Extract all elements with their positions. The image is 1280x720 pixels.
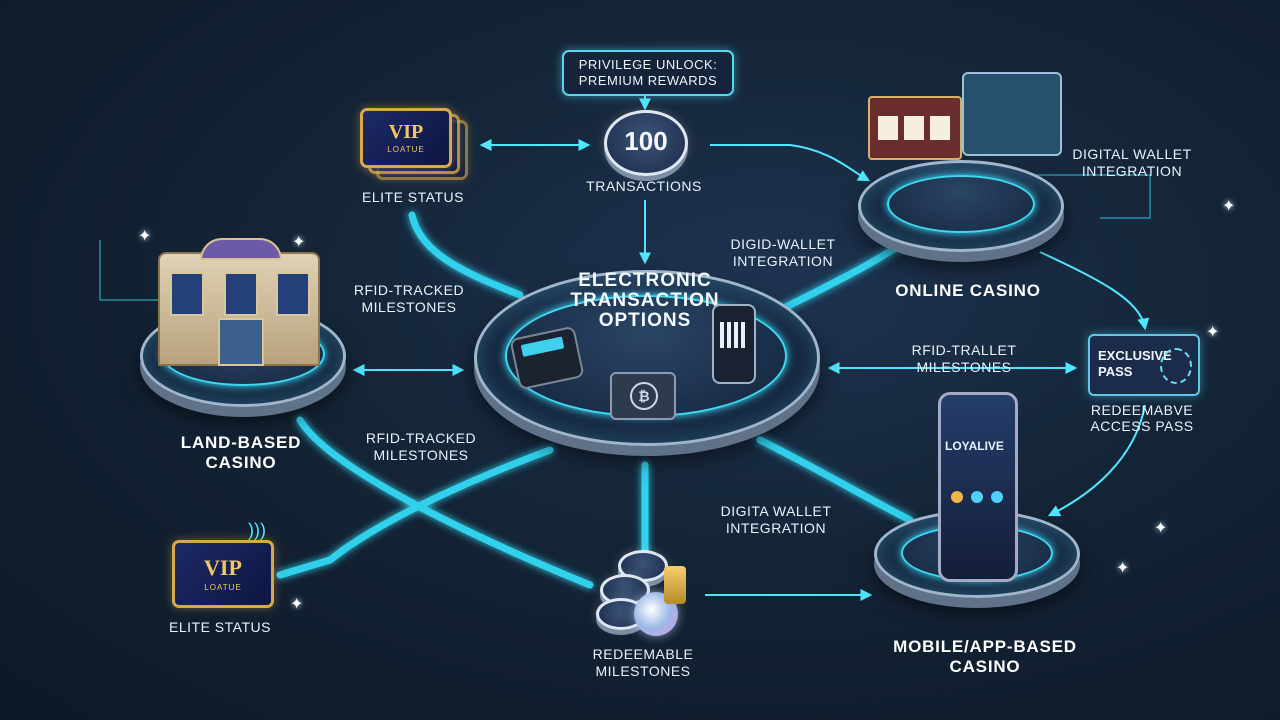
sparkle-icon: ✦ xyxy=(138,228,152,245)
callout-line-2: PREMIUM REWARDS xyxy=(578,73,718,88)
contactless-icon: ))) xyxy=(248,520,266,540)
wallet-top-line-2: INTEGRATION xyxy=(732,253,834,269)
online-casino-label: ONLINE CASINO xyxy=(895,281,1041,300)
rfid-bottom-line-2: MILESTONES xyxy=(373,447,469,463)
flow-hub-to-elite-bottom xyxy=(276,446,554,579)
mobile-casino-label-1: MOBILE/APP-BASED xyxy=(893,637,1077,656)
mobile-casino-label-2: CASINO xyxy=(949,657,1021,676)
wallet-right-line-1: DIGITAL WALLET xyxy=(1072,146,1192,162)
elite-status-bottom-label: ELITE STATUS xyxy=(169,619,271,635)
sparkle-icon: ✦ xyxy=(1222,198,1236,215)
rfid-top-line-1: RFID-TRACKED xyxy=(353,282,465,298)
arrow-100-to-online xyxy=(710,144,871,182)
wallet-bottom-line-1: DIGITA WALLET xyxy=(720,503,832,519)
flow-hub-to-online xyxy=(776,241,904,314)
transactions-number: 100 xyxy=(624,126,668,156)
milestones-line-1: REDEEMABLE xyxy=(592,646,694,662)
vip-card-top-subtitle: LOATUE xyxy=(387,145,425,154)
gold-coin-stack-icon xyxy=(664,566,686,604)
privilege-callout: PRIVILEGE UNLOCK: PREMIUM REWARDS xyxy=(562,50,734,96)
flow-hub-to-mobile xyxy=(756,436,914,524)
vip-card-top-title: VIP xyxy=(388,121,424,143)
qr-phone-icon xyxy=(712,304,756,384)
online-casino-platform xyxy=(858,160,1064,252)
mobile-phone-icon: LOYALIVE xyxy=(938,392,1018,582)
rfid-right-line-1: RFID-TRALLET xyxy=(911,342,1017,358)
arrow-online-to-pass xyxy=(1039,251,1150,331)
casino-building-icon xyxy=(158,238,320,366)
hub-title-line-1: ELECTRONIC xyxy=(578,270,712,291)
live-dealer-screen-icon xyxy=(962,72,1062,156)
wallet-right-line-2: INTEGRATION xyxy=(1081,163,1183,179)
slot-machine-icon xyxy=(868,96,962,160)
app-name-text: LOYALIVE xyxy=(945,439,1004,453)
pass-label-line-1: REDEEMABVE xyxy=(1090,402,1194,418)
pass-line-1: EXCLUSIVE xyxy=(1098,348,1172,363)
sparkle-icon: ✦ xyxy=(292,234,306,251)
hub-title-line-2: TRANSACTION xyxy=(570,290,720,311)
land-casino-label-2: CASINO xyxy=(205,453,277,472)
sparkle-icon: ✦ xyxy=(1116,560,1130,577)
sparkle-icon: ✦ xyxy=(1154,520,1168,537)
rfid-bottom-line-1: RFID-TRACKED xyxy=(365,430,477,446)
milestones-line-2: MILESTONES xyxy=(595,663,691,679)
flow-elite-to-hub xyxy=(408,211,524,299)
transactions-chip: 100 xyxy=(604,110,688,176)
sparkle-icon: ✦ xyxy=(290,596,304,613)
land-casino-label-1: LAND-BASED xyxy=(180,433,302,452)
sparkle-icon: ✦ xyxy=(1206,324,1220,341)
crypto-wallet-icon: ₿ xyxy=(610,372,676,420)
exclusive-pass-card: EXCLUSIVE PASS xyxy=(1088,334,1200,396)
pass-line-2: PASS xyxy=(1098,364,1133,379)
vip-card-bottom-title: VIP xyxy=(204,555,242,580)
callout-line-1: PRIVILEGE UNLOCK: xyxy=(578,57,718,72)
hub-title-line-3: OPTIONS xyxy=(598,310,692,331)
arrow-pass-to-mobile xyxy=(1047,404,1146,517)
wallet-top-line-1: DIGID-WALLET xyxy=(730,236,836,252)
transactions-label: TRANSACTIONS xyxy=(586,178,702,194)
fingerprint-icon xyxy=(1160,348,1192,384)
rfid-right-line-2: MILESTONES xyxy=(916,359,1012,375)
vip-card-bottom-subtitle: LOATUE xyxy=(204,583,242,592)
vip-card-top: VIP LOATUE xyxy=(360,108,452,168)
elite-status-top-label: ELITE STATUS xyxy=(362,189,464,205)
pass-label-line-2: ACCESS PASS xyxy=(1090,418,1194,434)
rfid-top-line-2: MILESTONES xyxy=(361,299,457,315)
vip-card-bottom: VIP LOATUE xyxy=(172,540,274,608)
wallet-bottom-line-2: INTEGRATION xyxy=(725,520,827,536)
